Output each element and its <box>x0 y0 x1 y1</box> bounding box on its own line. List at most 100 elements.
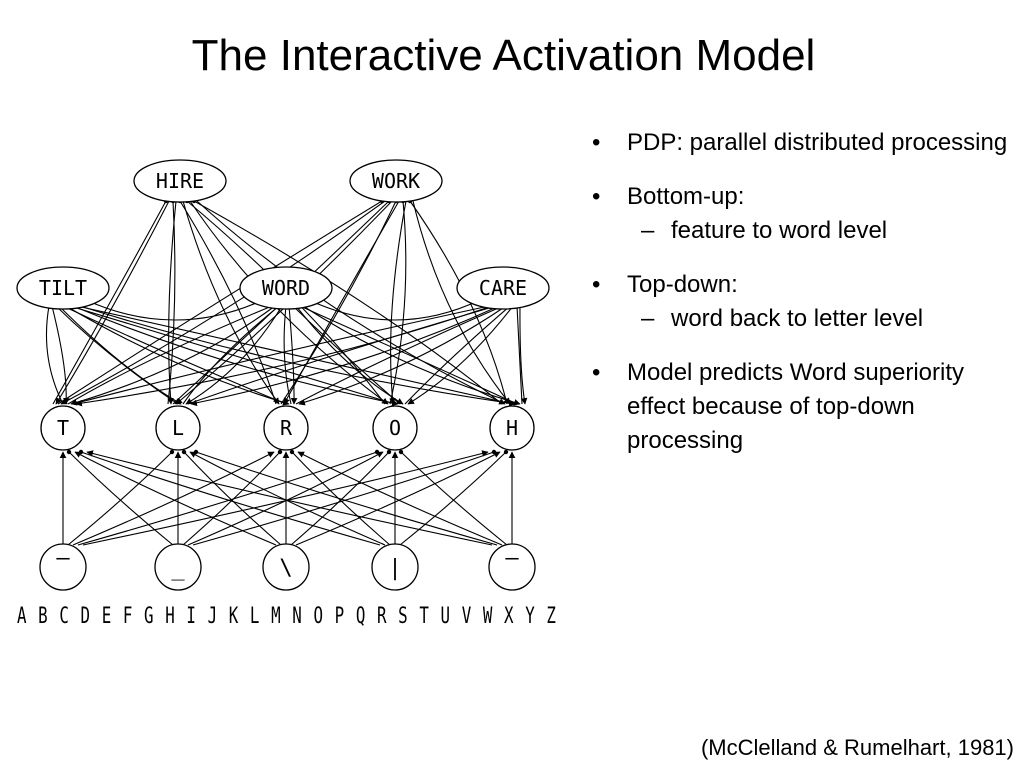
letter-node: H <box>489 405 535 451</box>
connection-line <box>86 450 493 546</box>
connection-line <box>297 303 518 405</box>
connection-line <box>53 303 179 405</box>
connection-line <box>177 198 277 405</box>
bullet-item: PDP: parallel distributed processing <box>590 126 1010 160</box>
connection-lines <box>45 198 528 546</box>
connection-line <box>398 449 508 546</box>
connection-line <box>187 303 499 405</box>
connection-line <box>70 305 276 406</box>
sub-bullet-item: word back to letter level <box>627 302 1010 336</box>
slide-title: The Interactive Activation Model <box>191 31 816 80</box>
feature-node: _ <box>154 543 202 591</box>
feature-node-circle <box>39 543 87 591</box>
word-node-label: HIRE <box>156 169 204 193</box>
connection-line <box>78 449 381 546</box>
letter-node: O <box>372 405 418 451</box>
word-node: CARE <box>456 266 550 310</box>
connection-line <box>295 303 506 405</box>
sub-bullet-item: feature to word level <box>627 214 1010 248</box>
connection-line <box>52 198 169 405</box>
connection-line <box>280 198 399 405</box>
connection-line <box>51 305 70 405</box>
connection-line <box>407 305 514 405</box>
connection-line <box>67 303 396 405</box>
citation: (McClelland & Rumelhart, 1981) <box>700 735 1014 760</box>
feature-node-circle <box>371 543 419 591</box>
feature-node-circle <box>262 543 310 591</box>
letter-node: L <box>155 405 201 451</box>
word-node-label: WORD <box>262 276 310 300</box>
connection-line <box>185 305 283 405</box>
bullet-text: Model predicts Word superiority effect b… <box>627 359 965 454</box>
word-node-ellipse <box>349 159 443 203</box>
letter-node: R <box>263 405 309 451</box>
letter-node-label: T <box>57 416 69 440</box>
connection-line <box>196 200 506 405</box>
letter-node-label: H <box>506 416 518 440</box>
word-node-ellipse <box>16 266 110 310</box>
connection-line <box>295 451 501 546</box>
feature-node-circle <box>488 543 536 591</box>
letter-node-circle <box>155 405 201 451</box>
connection-line <box>66 449 174 546</box>
feature-node-label: \ <box>279 556 292 581</box>
feature-node: \ <box>262 543 310 591</box>
connection-line <box>72 305 399 407</box>
connection-line <box>60 303 287 405</box>
bullet-item: Top-down: word back to letter level <box>590 268 1010 336</box>
word-node-label: TILT <box>39 276 87 300</box>
connection-line <box>182 200 280 405</box>
connection-line <box>85 297 266 321</box>
connection-line <box>167 200 177 405</box>
connection-line <box>45 303 64 405</box>
feature-node-label: — <box>56 546 70 571</box>
feature-node: — <box>488 543 536 591</box>
word-node-label: CARE <box>479 276 527 300</box>
connection-line <box>74 451 277 546</box>
connection-line <box>187 451 384 546</box>
letter-node-circle <box>372 405 418 451</box>
feature-node-label: | <box>388 556 401 581</box>
connection-line <box>189 451 386 546</box>
connection-line <box>77 449 380 546</box>
word-node-ellipse <box>239 266 333 310</box>
letter-node-circle <box>489 405 535 451</box>
connection-line <box>58 305 182 405</box>
connection-line <box>412 200 511 405</box>
word-node: WORK <box>349 159 443 203</box>
connection-line <box>389 200 407 405</box>
feature-node: — <box>39 543 87 591</box>
connection-line <box>67 449 175 546</box>
connection-line <box>181 449 282 546</box>
letter-node-circle <box>40 405 86 451</box>
connection-line <box>192 449 497 546</box>
connection-line <box>519 305 528 405</box>
letter-node-label: R <box>280 416 293 440</box>
feature-node-circle <box>154 543 202 591</box>
bullet-item: Model predicts Word superiority effect b… <box>590 356 1010 458</box>
connection-line <box>79 305 516 407</box>
bullet-text: PDP: parallel distributed processing <box>627 129 1008 156</box>
word-node-ellipse <box>133 159 227 203</box>
sub-bullet-list: feature to word level <box>627 214 1010 248</box>
letter-node-label: O <box>389 416 401 440</box>
feature-node: | <box>371 543 419 591</box>
connection-line <box>404 303 513 405</box>
connection-line <box>82 450 489 546</box>
diagram-nodes: HIRE WORK TILT WORD CARE T L R O H — _ \ | — <box>16 159 550 591</box>
sub-bullet-list: word back to letter level <box>627 302 1010 336</box>
connection-line <box>193 449 498 546</box>
letter-node-circle <box>263 405 309 451</box>
connection-line <box>290 449 392 546</box>
connection-line <box>182 449 283 546</box>
word-node: WORD <box>239 266 333 310</box>
feature-node-label: _ <box>171 556 185 581</box>
connection-line <box>308 297 483 321</box>
connection-line <box>389 198 407 405</box>
connection-line <box>72 451 275 546</box>
word-node: HIRE <box>133 159 227 203</box>
connection-line <box>182 303 282 405</box>
bullet-text: Top-down: <box>627 271 738 298</box>
connection-line <box>74 303 513 405</box>
